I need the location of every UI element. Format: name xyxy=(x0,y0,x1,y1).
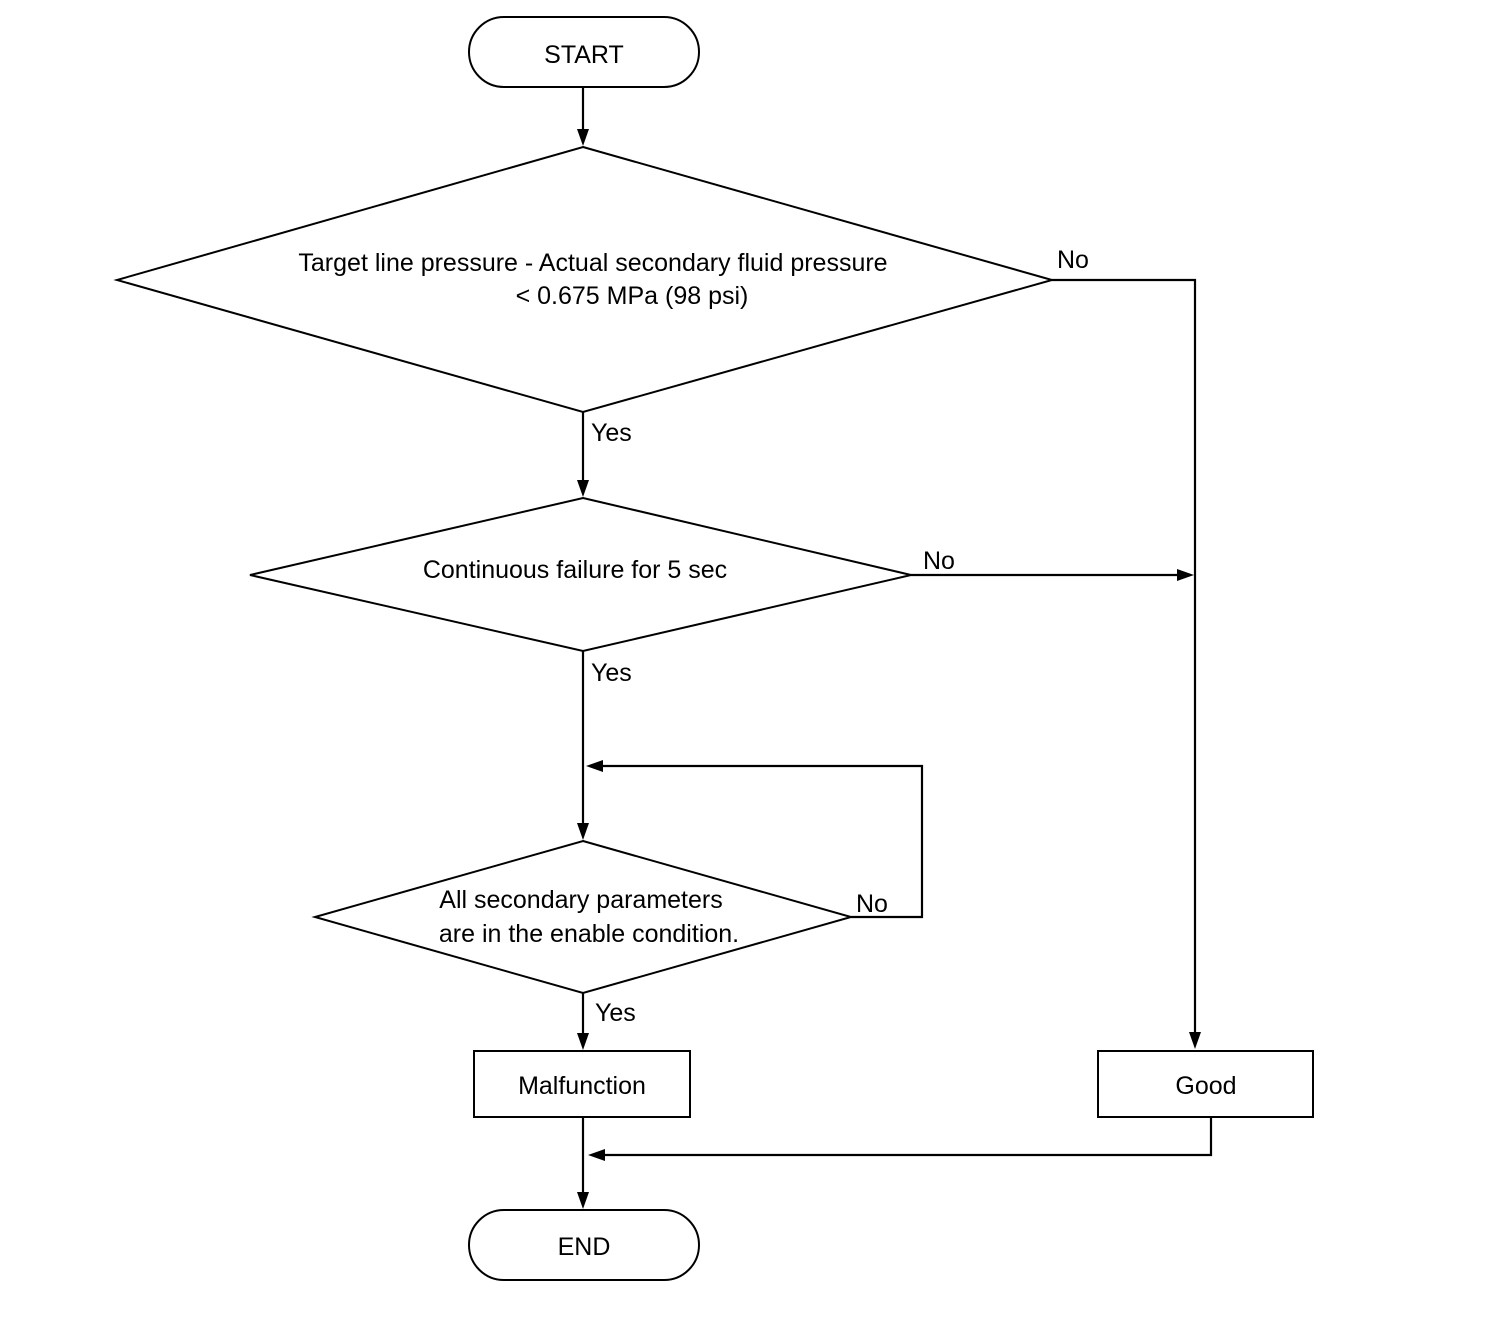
good-label: Good xyxy=(1175,1072,1236,1100)
edge-pressure-yes xyxy=(577,412,589,497)
arrowhead-down-icon xyxy=(1189,1032,1201,1049)
end-node: END xyxy=(468,1209,700,1281)
edge-pressure-no-to-good xyxy=(1052,278,1201,1049)
edge-start-to-decision-pressure xyxy=(577,87,589,146)
label-pressure-yes: Yes xyxy=(591,419,632,447)
malfunction-label: Malfunction xyxy=(518,1072,646,1100)
label-secondary-parameters-no: No xyxy=(856,890,888,918)
arrowhead-down-icon xyxy=(577,1033,589,1050)
label-pressure-no: No xyxy=(1057,246,1089,274)
edge-continuous-failure-yes xyxy=(577,651,589,840)
decision-continuous-failure: Continuous failure for 5 sec xyxy=(249,496,912,653)
decision-secondary-parameters-line-2: are in the enable condition. xyxy=(439,920,739,948)
edge-good-to-end xyxy=(588,1117,1213,1161)
good-box: Good xyxy=(1097,1050,1314,1118)
start-label: START xyxy=(544,41,624,69)
decision-continuous-failure-label: Continuous failure for 5 sec xyxy=(423,556,727,584)
arrowhead-down-icon xyxy=(577,823,589,840)
arrowhead-down-icon xyxy=(577,480,589,497)
label-continuous-failure-no: No xyxy=(923,547,955,575)
edge-secondary-parameters-yes xyxy=(577,993,589,1050)
end-label: END xyxy=(558,1233,611,1261)
arrowhead-left-icon xyxy=(588,1149,605,1161)
arrowhead-down-icon xyxy=(577,129,589,146)
decision-pressure: Target line pressure - Actual secondary … xyxy=(113,145,1056,414)
decision-pressure-line-2: < 0.675 MPa (98 psi) xyxy=(516,282,749,310)
edge-malfunction-to-end xyxy=(577,1117,589,1209)
arrowhead-down-icon xyxy=(577,1192,589,1209)
start-node: START xyxy=(468,16,700,88)
arrowhead-left-icon xyxy=(586,760,603,772)
malfunction-box: Malfunction xyxy=(473,1050,691,1118)
label-continuous-failure-yes: Yes xyxy=(591,659,632,687)
decision-secondary-parameters: All secondary parameters are in the enab… xyxy=(311,839,855,995)
edge-continuous-failure-no xyxy=(911,569,1194,581)
arrowhead-right-icon xyxy=(1177,569,1194,581)
decision-secondary-parameters-line-1: All secondary parameters xyxy=(439,886,722,914)
decision-pressure-line-1: Target line pressure - Actual secondary … xyxy=(298,249,887,277)
label-secondary-parameters-yes: Yes xyxy=(595,999,636,1027)
edge-secondary-parameters-no-loop xyxy=(586,760,924,919)
